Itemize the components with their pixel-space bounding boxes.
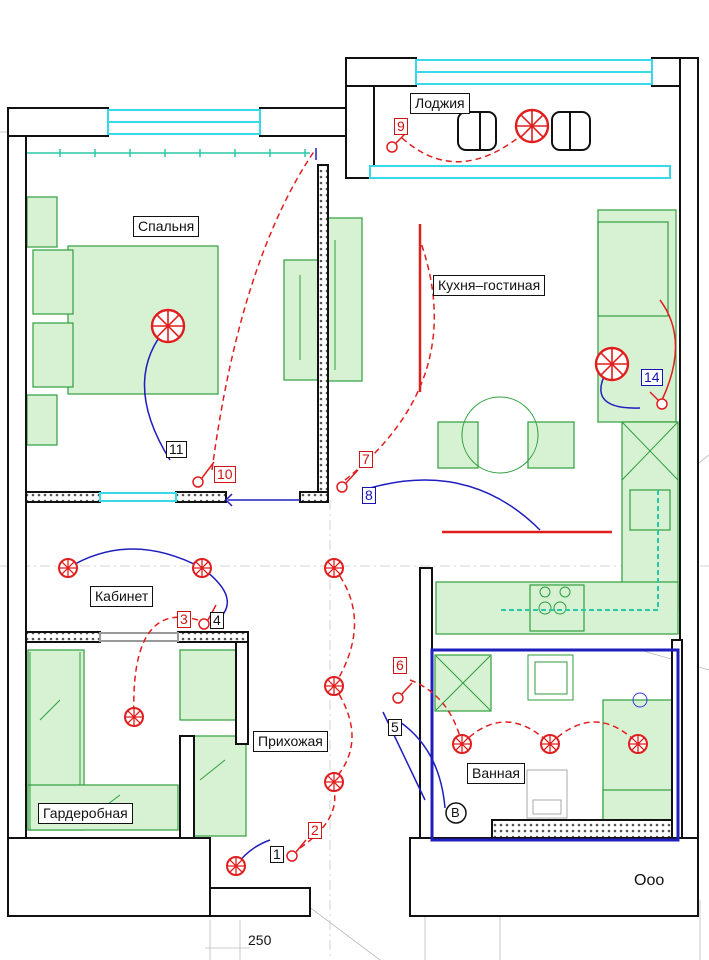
wall-bottom-right xyxy=(409,837,699,917)
walls xyxy=(7,57,699,917)
furniture-lines xyxy=(29,240,679,830)
wall-bedroom-bottom-mid xyxy=(175,491,227,503)
wall-top-middle xyxy=(259,107,347,137)
switch-symbols xyxy=(192,132,668,862)
bed-pillow-top xyxy=(32,249,74,315)
switch-number-1: 1 xyxy=(270,846,284,863)
switch-number-11: 11 xyxy=(166,441,187,458)
wall-label: Ооо xyxy=(634,872,665,889)
switch-number-7: 7 xyxy=(359,451,373,468)
wall-bedroom-bottom-right xyxy=(299,491,329,503)
wall-bottom-step xyxy=(209,887,311,917)
wardrobe-bedroom xyxy=(323,217,363,382)
ventilation-mark xyxy=(445,802,467,824)
wall-hall-top xyxy=(177,631,249,643)
ventilation-label: В xyxy=(451,805,460,820)
dimension-label: 250 xyxy=(248,932,272,948)
room-label-kitchen-living: Кухня–гостиная xyxy=(433,275,546,296)
wall-bath-left xyxy=(419,567,433,839)
switch-number-6: 6 xyxy=(393,657,407,674)
room-label-wardrobe: Гардеробная xyxy=(38,803,133,824)
wall-bath-floor xyxy=(491,819,673,839)
switch-number-9: 9 xyxy=(394,118,408,135)
chair-right xyxy=(527,421,575,469)
stove xyxy=(529,584,585,632)
wall-left xyxy=(7,107,27,917)
switch-number-10: 10 xyxy=(214,466,236,483)
wall-wardrobe-step xyxy=(235,639,249,745)
nightstand-bottom xyxy=(26,394,58,446)
wall-top-left xyxy=(7,107,109,137)
furniture xyxy=(26,196,679,837)
wall-bedroom-kitchen xyxy=(317,164,329,501)
bath-bottom xyxy=(602,789,678,821)
wall-wardrobe-right xyxy=(179,735,195,839)
wall-loggia-top-left xyxy=(345,57,417,87)
window-bedroom-door xyxy=(99,492,177,502)
switch-number-2: 2 xyxy=(308,822,322,839)
nightstand-top xyxy=(26,196,58,248)
wardrobe-shelf-right xyxy=(179,649,237,721)
red-strips xyxy=(418,224,612,534)
wall-bottom-left xyxy=(7,837,211,917)
sink-kitchen xyxy=(629,489,671,531)
window-study xyxy=(99,632,179,642)
room-label-bathroom: Ванная xyxy=(467,763,525,784)
switch-number-14: 14 xyxy=(641,369,663,386)
room-label-bedroom: Спальня xyxy=(133,216,200,237)
room-label-study: Кабинет xyxy=(90,586,154,607)
loggia-chairs xyxy=(457,111,591,151)
switch-number-4: 4 xyxy=(210,612,224,629)
room-label-hall: Прихожая xyxy=(253,731,328,752)
wall-bedroom-bottom xyxy=(25,491,101,503)
hall-closet xyxy=(193,735,247,837)
switch-number-3: 3 xyxy=(177,611,191,628)
window-kitchen xyxy=(369,165,671,179)
sofa-back xyxy=(597,221,669,317)
windows xyxy=(99,59,671,642)
bathroom-outline xyxy=(430,648,680,842)
switch-number-5: 5 xyxy=(388,719,402,736)
switch-number-8: 8 xyxy=(362,487,376,504)
bed-pillow-bottom xyxy=(32,322,74,388)
room-label-loggia: Лоджия xyxy=(410,93,470,114)
wall-study-bottom xyxy=(25,631,101,643)
bed xyxy=(67,245,219,395)
kitchen-pipe xyxy=(500,490,659,611)
tv-stand xyxy=(283,259,319,381)
